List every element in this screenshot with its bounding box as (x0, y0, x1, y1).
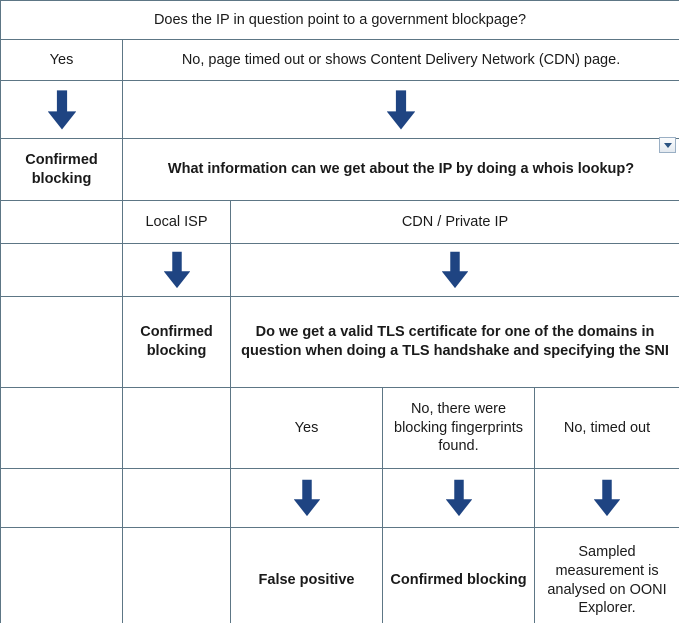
q2-arrow-local-isp-cell (122, 243, 231, 297)
table-row-q1-answers: Yes No, page timed out or shows Content … (0, 39, 679, 81)
table-row-q2-answers: Local ISP CDN / Private IP (0, 200, 679, 244)
q1-answer-yes-cell: Yes (0, 39, 123, 81)
table-row-q1-question: Does the IP in question point to a gover… (0, 0, 679, 40)
spacer-cell-mid-2 (122, 468, 231, 528)
table-row-q2-question: Confirmed blocking What information can … (0, 138, 679, 201)
table-row-q3-outcomes: False positive Confirmed blocking Sample… (0, 527, 679, 623)
down-arrow-icon (293, 479, 320, 517)
q3-question-cell: Do we get a valid TLS certificate for on… (229, 296, 679, 388)
down-arrow-icon (594, 479, 621, 517)
q2-arrow-cdn-cell (229, 243, 679, 297)
table-row-q3-question: Confirmed blocking Do we get a valid TLS… (0, 296, 679, 388)
q3-arrow-timeout-cell (533, 468, 679, 528)
q1-question-cell: Does the IP in question point to a gover… (0, 0, 679, 40)
down-arrow-icon (445, 479, 472, 517)
spacer-cell-left-2 (0, 243, 123, 297)
spacer-cell-left-1 (0, 200, 123, 244)
q1-answer-no-cell: No, page timed out or shows Content Deli… (121, 39, 679, 81)
down-arrow-icon (442, 251, 469, 289)
q2-answer-local-isp-cell: Local ISP (122, 200, 231, 244)
q2-outcome-confirmed-blocking-cell: Confirmed blocking (122, 296, 231, 388)
q3-outcome-sampled-measurement-cell: Sampled measurement is analysed on OONI … (533, 527, 679, 623)
q3-answer-timeout-cell: No, timed out (533, 387, 679, 469)
spacer-cell-left-6 (0, 527, 123, 623)
down-arrow-icon (387, 89, 416, 129)
q2-answer-cdn-cell: CDN / Private IP (229, 200, 679, 244)
down-arrow-icon (47, 89, 76, 129)
q3-outcome-confirmed-blocking-cell: Confirmed blocking (382, 527, 535, 623)
q2-question-cell: What information can we get about the IP… (121, 138, 679, 201)
filter-dropdown-icon[interactable] (659, 137, 676, 153)
table-row-q3-answers: Yes No, there were blocking fingerprints… (0, 387, 679, 469)
table-row-q3-arrows (0, 468, 679, 528)
spacer-cell-left-3 (0, 296, 123, 388)
q1-arrow-no-cell (121, 80, 679, 139)
spacer-cell-left-4 (0, 387, 123, 469)
q1-arrow-yes-cell (0, 80, 123, 139)
q3-answer-fingerprints-cell: No, there were blocking fingerprints fou… (382, 387, 535, 469)
spacer-cell-mid-1 (122, 387, 231, 469)
spacer-cell-left-5 (0, 468, 123, 528)
q3-outcome-false-positive-cell: False positive (230, 527, 383, 623)
down-arrow-icon (163, 251, 190, 289)
chevron-down-icon (663, 142, 672, 148)
table-row-q1-arrows (0, 80, 679, 139)
q3-answer-yes-cell: Yes (230, 387, 383, 469)
spacer-cell-mid-3 (122, 527, 231, 623)
table-row-q2-arrows (0, 243, 679, 297)
q1-outcome-confirmed-blocking-cell: Confirmed blocking (0, 138, 123, 201)
q3-arrow-fingerprints-cell (382, 468, 535, 528)
q3-arrow-yes-cell (230, 468, 383, 528)
